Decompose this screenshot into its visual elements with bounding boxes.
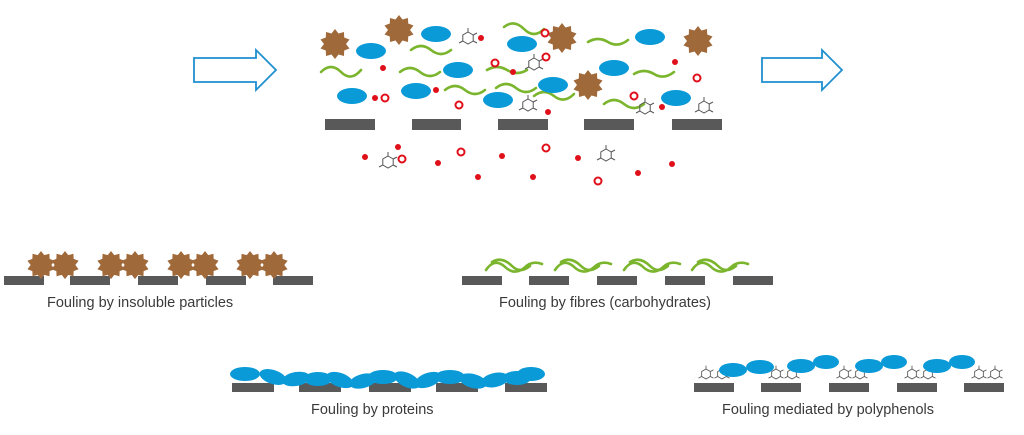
- panel-1-particles: [27, 250, 288, 280]
- arrow-in-icon: [193, 47, 278, 93]
- panel-proteins: [230, 367, 547, 392]
- top-solutes-hollow: [380, 28, 702, 186]
- caption-polyphenols: Fouling mediated by polyphenols: [722, 402, 934, 418]
- top-fibres: [319, 22, 676, 110]
- caption-proteins: Fouling by proteins: [311, 402, 434, 418]
- panel-1-membrane: [4, 276, 313, 285]
- top-membrane: [325, 119, 722, 130]
- caption-fibres: Fouling by fibres (carbohydrates): [499, 295, 711, 311]
- panel-4-membrane: [694, 383, 1004, 392]
- panel-2-membrane: [462, 276, 773, 285]
- feed-solution-scene: [319, 15, 722, 186]
- arrow-out-icon: [761, 47, 844, 93]
- panel-2-fibres: [484, 258, 750, 273]
- panel-insoluble-particles: [4, 250, 313, 285]
- top-solutes-filled: [362, 35, 678, 180]
- panel-4-proteins: [719, 355, 975, 377]
- caption-insoluble-particles: Fouling by insoluble particles: [47, 295, 234, 311]
- panel-3-proteins: [230, 367, 545, 389]
- panel-fibres: [462, 258, 773, 285]
- panel-3-membrane: [232, 383, 547, 392]
- top-proteins: [337, 26, 691, 108]
- panel-polyphenols: [694, 355, 1004, 392]
